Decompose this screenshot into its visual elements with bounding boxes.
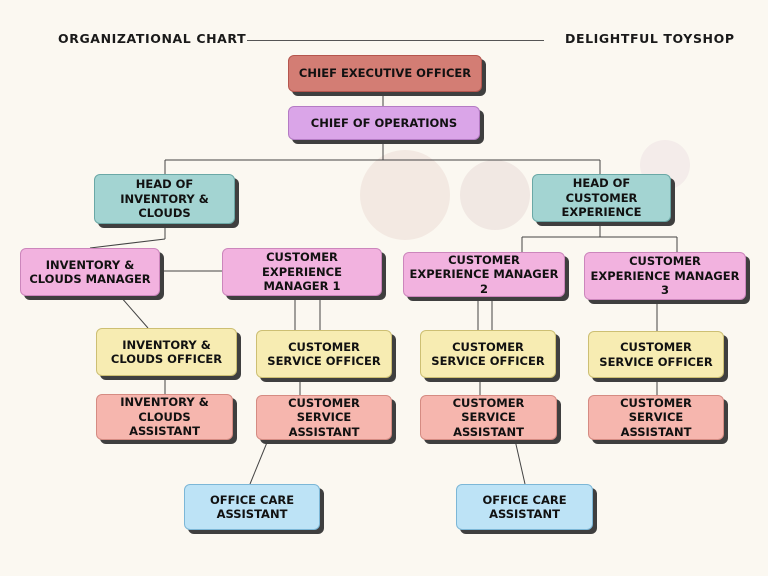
- header-divider: [247, 40, 544, 41]
- cx-manager-2-box[interactable]: CUSTOMER EXPERIENCE MANAGER 2: [403, 252, 565, 297]
- office-care-1-box[interactable]: OFFICE CARE ASSISTANT: [184, 484, 320, 530]
- head-customer-box[interactable]: HEAD OF CUSTOMER EXPERIENCE: [532, 174, 671, 222]
- ceo-box[interactable]: CHIEF EXECUTIVE OFFICER: [288, 55, 482, 92]
- cs-officer-3-box[interactable]: CUSTOMER SERVICE OFFICER: [588, 331, 724, 378]
- inventory-assistant-box[interactable]: INVENTORY & CLOUDS ASSISTANT: [96, 394, 233, 440]
- cs-officer-2-box[interactable]: CUSTOMER SERVICE OFFICER: [420, 330, 556, 378]
- office-care-2-box[interactable]: OFFICE CARE ASSISTANT: [456, 484, 593, 530]
- background-decoration: [360, 150, 450, 240]
- cs-assistant-2-box[interactable]: CUSTOMER SERVICE ASSISTANT: [420, 395, 557, 440]
- company-name: DELIGHTFUL TOYSHOP: [565, 31, 735, 46]
- coo-box[interactable]: CHIEF OF OPERATIONS: [288, 106, 480, 140]
- chart-title: ORGANIZATIONAL CHART: [58, 31, 247, 46]
- cx-manager-3-box[interactable]: CUSTOMER EXPERIENCE MANAGER 3: [584, 252, 746, 300]
- head-inventory-box[interactable]: HEAD OF INVENTORY & CLOUDS: [94, 174, 235, 224]
- inventory-officer-box[interactable]: INVENTORY & CLOUDS OFFICER: [96, 328, 237, 376]
- cs-assistant-1-box[interactable]: CUSTOMER SERVICE ASSISTANT: [256, 395, 392, 440]
- inventory-manager-box[interactable]: INVENTORY & CLOUDS MANAGER: [20, 248, 160, 296]
- cs-assistant-3-box[interactable]: CUSTOMER SERVICE ASSISTANT: [588, 395, 724, 440]
- cx-manager-1-box[interactable]: CUSTOMER EXPERIENCE MANAGER 1: [222, 248, 382, 296]
- cs-officer-1-box[interactable]: CUSTOMER SERVICE OFFICER: [256, 330, 392, 378]
- background-decoration: [460, 160, 530, 230]
